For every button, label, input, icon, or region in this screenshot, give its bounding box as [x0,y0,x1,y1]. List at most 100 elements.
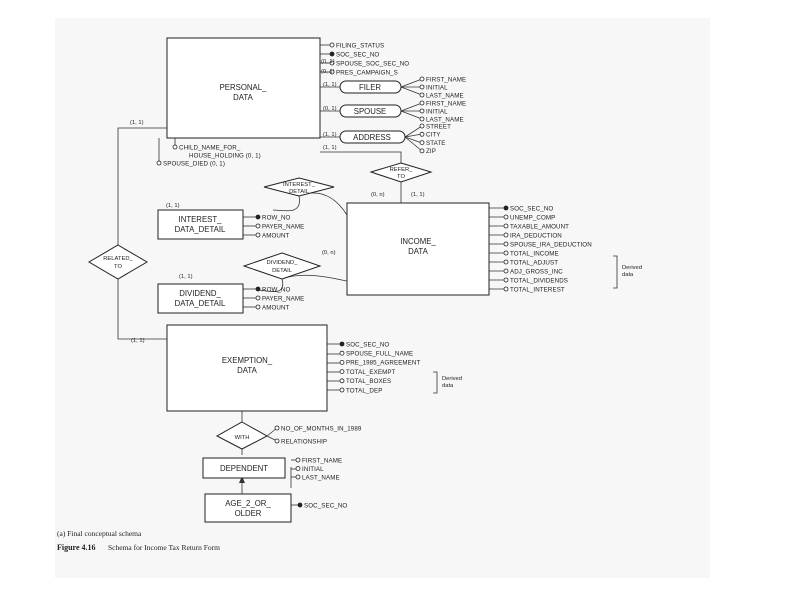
attribute-marker [419,100,425,106]
attribute-marker [503,250,509,256]
svg-text:(1, 1): (1, 1) [130,120,144,126]
attribute-label: FIRST_NAME [426,76,466,83]
relationship-related-to: RELATED_ TO [88,244,148,280]
attribute-label: INITIAL [426,84,448,91]
svg-text:REFER_: REFER_ [390,167,414,173]
svg-text:(1, 1): (1, 1) [323,145,337,151]
figure-caption: (a) Final conceptual schema Figure 4.16 … [57,529,220,552]
attribute-label: TOTAL_BOXES [346,378,391,385]
attribute-label: TOTAL_EXEMPT [346,369,396,376]
entity-income-data: INCOME_ DATA [346,202,490,296]
attribute-label: LAST_NAME [426,116,464,123]
svg-text:(1, 1): (1, 1) [131,338,145,344]
attribute-label: CHILD_NAME_FOR_ [179,144,241,151]
attribute-marker [172,144,178,150]
attribute-label: UNEMP_COMP [510,214,555,221]
svg-text:DATA_DETAIL: DATA_DETAIL [175,299,226,308]
attribute-label: FILING_STATUS [336,42,384,49]
svg-text:DATA: DATA [237,366,257,375]
attribute-marker [329,69,335,75]
attribute-marker [255,232,261,238]
attribute-label: ZIP [426,148,436,155]
svg-text:DATA_DETAIL: DATA_DETAIL [175,225,226,234]
svg-text:DATA: DATA [233,93,253,102]
attribute-label: IRA_DEDUCTION [510,232,562,239]
attribute-marker [255,223,261,229]
attribute-marker [503,241,509,247]
attribute-marker [339,378,345,384]
svg-text:DETAIL: DETAIL [289,189,310,195]
attribute-marker [329,42,335,48]
attribute-marker [419,84,425,90]
caption-title: Schema for Income Tax Return Form [108,543,220,552]
attribute-marker [295,457,301,463]
attribute-label: SOC_SEC_NO [336,51,379,58]
attribute-marker [503,259,509,265]
svg-text:Derived: Derived [622,265,642,271]
composite-spouse: SPOUSE [339,104,402,118]
svg-text:RELATED_: RELATED_ [103,256,133,262]
composite-address: ADDRESS [339,130,406,144]
svg-text:OLDER: OLDER [235,509,262,518]
attribute-label: STREET [426,123,451,130]
attribute-label: TOTAL_INCOME [510,250,559,257]
attribute-marker [419,140,425,145]
attribute-marker [419,148,425,154]
entity-dividend-data-detail: DIVIDEND_ DATA_DETAIL [157,283,244,314]
attribute-labels: FILING_STATUSSOC_SEC_NOSPOUSE_SOC_SEC_NO… [156,42,592,509]
svg-text:WITH: WITH [235,435,250,441]
relationship-interest-detail: INTEREST_ DETAIL [263,177,335,197]
attribute-label: ROW_NO [262,214,291,221]
attribute-marker [329,51,335,57]
attribute-label: TAXABLE_AMOUNT [510,223,569,230]
attribute-label: HOUSE_HOLDING (0, 1) [189,152,261,159]
attribute-label: TOTAL_ADJUST [510,259,558,266]
attribute-label: LAST_NAME [426,92,464,99]
relationship-dividend-detail: DIVIDEND_ DETAIL [242,252,322,280]
attribute-marker [339,341,345,347]
attribute-label: FIRST_NAME [426,100,466,107]
attribute-marker [255,295,261,301]
attribute-label: TOTAL_DIVIDENDS [510,277,568,284]
attribute-marker [503,277,509,283]
svg-text:SPOUSE: SPOUSE [354,107,387,116]
attribute-label: LAST_NAME [302,474,340,481]
svg-text:INTEREST_: INTEREST_ [179,215,223,224]
attribute-marker [419,116,425,122]
svg-text:DEPENDENT: DEPENDENT [220,464,268,473]
attribute-label: SOC_SEC_NO [304,502,347,509]
attribute-marker [156,160,162,166]
entity-exemption-data: EXEMPTION_ DATA [166,324,328,412]
svg-text:(1, 1): (1, 1) [323,82,337,88]
attribute-marker [503,232,509,238]
attribute-marker [503,286,509,292]
svg-text:(1, 1): (1, 1) [323,132,337,138]
svg-text:(0, n): (0, n) [322,250,336,256]
attribute-label: SOC_SEC_NO [346,341,389,348]
attribute-marker [503,268,509,274]
svg-text:TO: TO [397,174,405,180]
svg-text:DIVIDEND_: DIVIDEND_ [267,260,299,266]
attribute-marker [295,466,301,471]
svg-text:data: data [622,272,634,278]
caption-subtitle: (a) Final conceptual schema [57,529,142,538]
svg-text:(0, 1): (0, 1) [321,59,335,65]
attribute-marker [274,438,280,444]
attribute-marker [419,76,425,82]
attribute-marker [503,223,509,229]
svg-text:(0, n): (0, n) [371,192,385,198]
svg-text:INTEREST_: INTEREST_ [283,182,316,188]
svg-text:Derived: Derived [442,376,462,382]
attribute-label: SPOUSE_DIED (0, 1) [163,160,225,167]
svg-text:DATA: DATA [408,247,428,256]
attribute-label: PRE_1985_AGREEMENT [346,360,420,367]
attribute-marker [274,425,280,431]
isa-arrowhead [239,476,245,483]
entity-age-2-or-older: AGE_2_OR_ OLDER [204,493,292,523]
attribute-label: FIRST_NAME [302,457,342,464]
attribute-label: NO_OF_MONTHS_IN_1989 [281,425,362,432]
relationship-refer-to: REFER_ TO [369,162,433,183]
attribute-marker [339,369,345,375]
svg-text:INCOME_: INCOME_ [400,237,436,246]
svg-text:AGE_2_OR_: AGE_2_OR_ [225,499,271,508]
